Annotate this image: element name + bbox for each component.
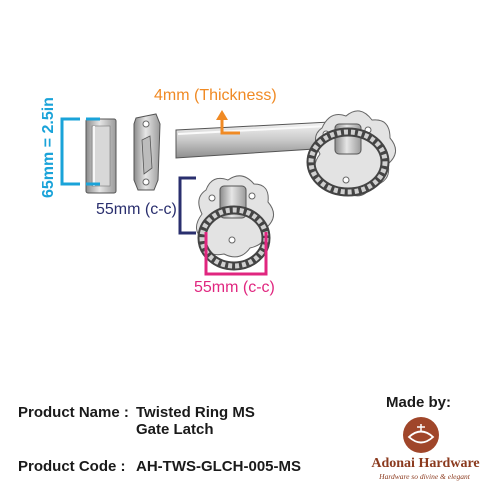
latch-keeper [85,118,117,194]
width-cc-label: 55mm (c-c) [96,201,177,218]
width-cc-marker [178,176,196,235]
thickness-label: 4mm (Thickness) [154,87,277,104]
product-name-value-line2: Gate Latch [136,421,214,438]
height-label: 65mm = 2.5in [40,97,57,198]
product-name-label: Product Name : [18,404,129,421]
product-name-value: Twisted Ring MS [136,404,255,421]
ring-cc-marker [204,232,268,276]
latch-catch-plate [133,113,161,191]
brand-name: Adonai Hardware [371,456,480,471]
latch-bar [175,121,331,159]
height-bracket [60,117,100,186]
brand-tagline: Hardware so divine & elegant [379,472,470,481]
product-code-label: Product Code : [18,458,126,475]
front-ring-assembly [196,175,274,271]
made-by-label: Made by: [386,394,452,411]
brand-logo-icon [403,417,439,453]
back-ring-assembly [306,110,396,197]
product-code-value: AH-TWS-GLCH-005-MS [136,458,301,475]
ring-cc-label: 55mm (c-c) [194,279,275,296]
thickness-marker [216,110,240,135]
